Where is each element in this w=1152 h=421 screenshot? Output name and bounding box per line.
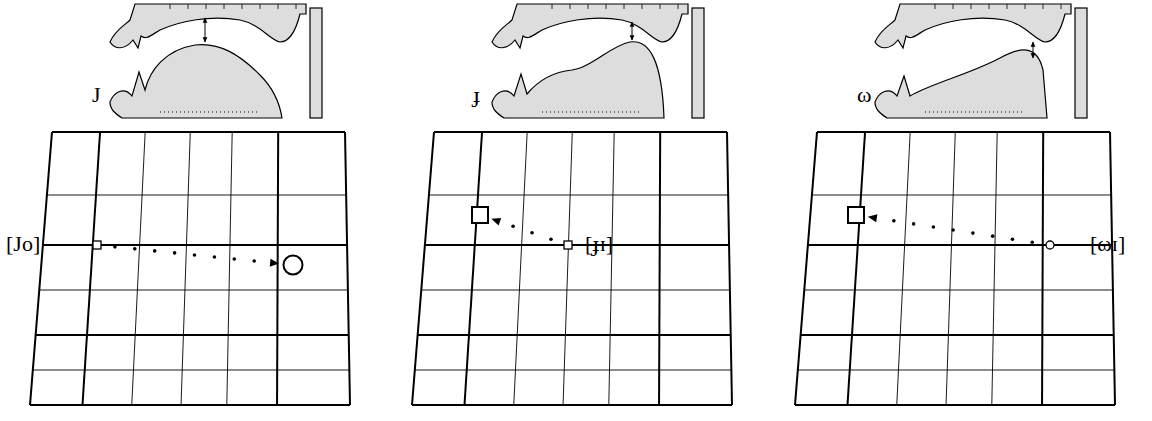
symbol-label: J xyxy=(92,84,101,106)
transcription-label: [ωɪ] xyxy=(1090,233,1125,255)
trajectory xyxy=(472,207,572,249)
vocal-tract xyxy=(492,4,704,118)
symbol-label: ɟ xyxy=(473,84,480,106)
trajectory xyxy=(93,241,303,275)
vocal-tract xyxy=(875,4,1087,118)
symbol-label: ω xyxy=(857,84,871,106)
grid xyxy=(412,132,732,405)
vocal-tract xyxy=(110,4,322,118)
trajectory xyxy=(848,207,1054,249)
transcription-label: [Jo] xyxy=(6,233,40,255)
grid xyxy=(795,132,1115,405)
grid xyxy=(30,132,350,405)
transcription-label: [ɟɪ] xyxy=(585,233,613,255)
